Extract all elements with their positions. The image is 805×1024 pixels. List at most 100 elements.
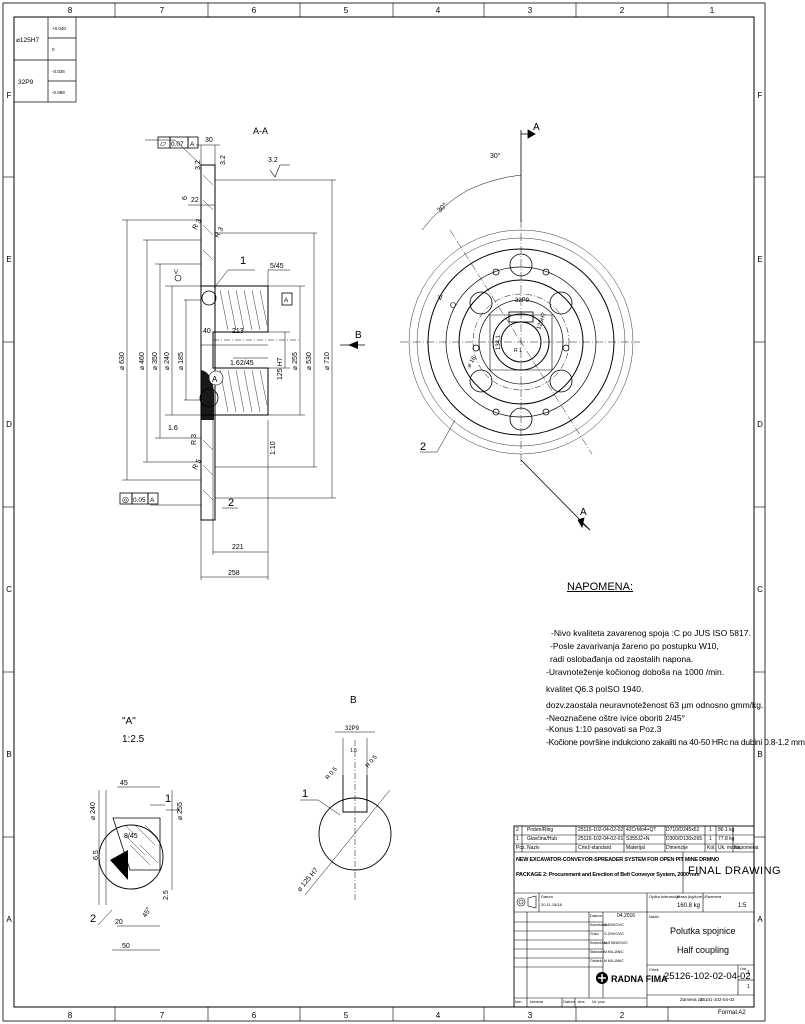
note-line-5: kvalitet Q6.3 poISO 1940.	[546, 684, 644, 694]
people-row-0-date: 04.2016	[617, 913, 636, 919]
people-row-5-role: Odobrio	[590, 959, 603, 963]
bom-header-material: Materijal	[626, 845, 645, 851]
runout-value: 0.05	[133, 497, 146, 504]
bom-row-1-material: S355J2+N	[626, 836, 650, 842]
note-line-8: -Konus 1:10 pasovati sa Poz.3	[546, 724, 662, 734]
detail-a-dim-20: 20	[115, 919, 123, 926]
company-logo: RADNA FIMA	[596, 972, 668, 984]
datum-v-front: V	[438, 295, 443, 302]
dim-d630: ⌀ 630	[119, 352, 126, 370]
project-title: NEW EXCAVATOR-CONVEYOR-SPREADER SYSTEM F…	[516, 857, 719, 863]
flatness-symbol: ▱	[160, 139, 167, 148]
dim-pcd: ⌀ 16	[467, 355, 479, 369]
people-row-5-name: M.MILJANIC	[604, 959, 624, 963]
view-b-r1: R 0.5	[325, 766, 339, 781]
zone-right-c: C	[757, 585, 763, 594]
package-title: PACKAGE 2: Procurement and Erection of B…	[516, 872, 700, 878]
dim-w221: 221	[232, 544, 244, 551]
zone-left-c: C	[6, 585, 12, 594]
rev-header-name: Ime	[578, 999, 585, 1004]
note-line-4: -Uravnoteženje kočionog doboša na 1000 /…	[546, 667, 725, 677]
replaces-value: 25101-102-04-02	[700, 997, 735, 1002]
zone-right-e: E	[757, 255, 762, 264]
detail-a-dim-50: 50	[122, 943, 130, 950]
zone-top-4: 4	[436, 6, 441, 15]
dim-chamfer-2: 2/45	[240, 360, 254, 367]
rev-header-change: Izmena	[530, 999, 544, 1004]
drawing-label: Crtež	[649, 967, 659, 972]
zone-left-b: B	[6, 750, 11, 759]
dim-d460: ⌀ 460	[139, 352, 146, 370]
view-b-arrow-label: B	[355, 330, 362, 341]
detail-a-chamfer: 8/45	[124, 833, 138, 840]
section-aa-view: A-A	[119, 126, 365, 580]
drawing-status: FINAL DRAWING	[688, 865, 782, 877]
roughness-4: 3.2	[195, 160, 202, 170]
bom-row-1-pos: 1	[516, 836, 519, 842]
bom-header-drawing: Crtež-standard	[578, 845, 612, 851]
drawing-number: 25126-102-02-04-02	[664, 971, 751, 982]
dim-r3b: R 3	[214, 226, 226, 239]
detail-a-label-1: 1	[165, 793, 171, 805]
bom-row-1-drawing: 25115-102-04-02-01	[578, 836, 624, 842]
title-block	[513, 825, 755, 1008]
tolerance-lower-2: -0.088	[52, 90, 65, 95]
zone-bottom-8: 8	[68, 1011, 73, 1020]
part-name-en: Half coupling	[677, 945, 730, 955]
view-b: B 32P9 R 0.5 R 0.5 ⌀ 125 H7 1.6 1	[296, 695, 392, 900]
section-arrow-bottom: A	[580, 507, 587, 518]
zone-right-f: F	[758, 91, 763, 100]
sheets-value: 1	[747, 984, 750, 990]
dim-d530: ⌀ 530	[306, 352, 313, 370]
sheet-format: Format A2	[718, 1010, 746, 1016]
dim-w213: 213	[232, 328, 244, 335]
bom-row-1-mass: 77.8 kg	[718, 836, 735, 842]
runout-symbol: ◎	[122, 495, 129, 504]
bom-row-2-mass: 86.1 kg	[718, 827, 735, 833]
flatness-value: 0.07	[171, 141, 184, 148]
dim-d255: ⌀ 255	[292, 352, 299, 370]
bom-header-dimensions: Dimenzije	[666, 845, 688, 851]
people-row-4-role: Standard	[590, 950, 605, 954]
tolerance-upper-1: +0.040	[52, 26, 66, 31]
rev-header-date: Datum	[563, 999, 575, 1004]
zone-bottom-6: 6	[252, 1011, 257, 1020]
bom-row-2-qty: 1	[709, 827, 712, 833]
dim-w6: 6	[182, 196, 189, 200]
dim-d185: ⌀ 185	[178, 352, 185, 370]
zone-left-a: A	[6, 915, 12, 924]
dim-d350: ⌀ 350	[152, 352, 159, 370]
dim-d240: ⌀ 240	[164, 352, 171, 370]
detail-a-title: "A"	[122, 716, 136, 727]
bom-header-name: Naziv	[527, 845, 540, 851]
people-row-3-role: Kontrolisao	[590, 941, 608, 945]
zone-left-f: F	[7, 91, 12, 100]
people-row-2-role: Crtao	[590, 932, 599, 936]
rev-header-no: Izm.	[515, 999, 523, 1004]
detail-a-angle: 45°	[141, 906, 153, 919]
dim-r3c: R 3	[191, 434, 198, 445]
zone-bottom-5: 5	[344, 1011, 349, 1020]
roughness-3: 1.6	[168, 425, 178, 432]
frame-zone-labels: 8 7 6 5 4 3 2 1 8 7 6 5 4 3 2 F E D C B …	[6, 6, 763, 1020]
mass-value: 160.8 kg	[677, 903, 701, 909]
tolerance-fit-1: ⌀125H7	[16, 37, 39, 44]
zone-top-6: 6	[252, 6, 257, 15]
zone-bottom-3: 3	[528, 1011, 533, 1020]
detail-a-dim-25: 2.5	[163, 890, 170, 900]
note-line-6: dozv.zaostala neuravnoteženost 63 µm odn…	[546, 700, 764, 710]
bom-header-mass: Uk. masa	[718, 845, 740, 851]
section-arrow-top: A	[533, 122, 540, 133]
zone-bottom-7: 7	[160, 1011, 165, 1020]
bom-row-1-dimensions: D300/D130x265	[666, 836, 703, 842]
dim-r5: R 5	[192, 458, 204, 471]
view-b-bore: ⌀ 125 H7	[296, 867, 320, 894]
zone-top-1: 1	[710, 6, 715, 15]
drawing-frame	[2, 2, 766, 1022]
section-aa-title: A-A	[253, 126, 268, 136]
people-row-1-name: G.ZIVKOVIC	[604, 923, 625, 927]
note-line-3: radi oslobađanja od zaostalih napona.	[550, 654, 694, 664]
tolerance-label: Opšta tolerancija	[649, 894, 680, 899]
note-line-9: -Kočione površine indukciono zakaliti na…	[546, 737, 805, 747]
roughness-2: 1.6	[230, 360, 240, 367]
